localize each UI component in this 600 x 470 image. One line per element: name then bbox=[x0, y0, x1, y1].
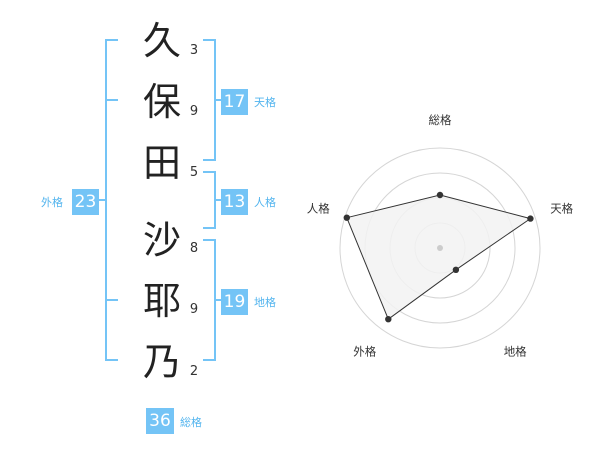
soukaku-label: 総格 bbox=[180, 416, 202, 429]
radar-point-2 bbox=[527, 215, 534, 222]
name-char-4: 沙 bbox=[142, 218, 181, 262]
gaikaku-label: 外格 bbox=[41, 196, 63, 209]
jinkaku-badge: 13 bbox=[221, 189, 248, 215]
radar-point-5 bbox=[343, 214, 350, 221]
stroke-count-1: 3 bbox=[189, 43, 199, 58]
radar-ring bbox=[339, 147, 541, 349]
chikaku-bracket bbox=[203, 239, 216, 361]
jinkaku-label: 人格 bbox=[254, 196, 276, 209]
name-char-3: 田 bbox=[142, 141, 181, 185]
radar-point-3 bbox=[452, 266, 460, 273]
stroke-count-5: 9 bbox=[189, 302, 199, 317]
tenkaku-badge: 17 bbox=[221, 89, 248, 115]
stroke-count-4: 8 bbox=[189, 241, 199, 256]
tenkaku-bracket bbox=[203, 39, 216, 161]
radar-axis-label-4: 外格 bbox=[353, 345, 376, 359]
jinkaku-bracket bbox=[203, 171, 216, 229]
chikaku-label: 地格 bbox=[254, 296, 276, 309]
radar-point-4 bbox=[385, 316, 392, 323]
radar-point-1 bbox=[436, 191, 444, 199]
name-char-2: 保 bbox=[142, 80, 181, 124]
radar-axis-label-2: 天格 bbox=[550, 201, 573, 215]
radar-axis-label-5: 人格 bbox=[307, 201, 330, 215]
gaikaku-badge: 23 bbox=[72, 189, 99, 215]
radar-axis-label-3: 地格 bbox=[504, 345, 527, 359]
radar-center-dot bbox=[437, 245, 443, 251]
name-char-1: 久 bbox=[142, 19, 181, 63]
brackets bbox=[99, 39, 221, 361]
stroke-count-2: 9 bbox=[189, 104, 199, 119]
radar-polygon bbox=[346, 194, 532, 320]
name-char-6: 乃 bbox=[142, 340, 181, 384]
radar-axis-label-1: 総格 bbox=[429, 113, 452, 127]
name-char-5: 耶 bbox=[142, 279, 181, 323]
stroke-count-3: 5 bbox=[189, 165, 199, 180]
soukaku-badge: 36 bbox=[146, 408, 174, 434]
gaikaku-bracket bbox=[105, 39, 118, 361]
stroke-count-6: 2 bbox=[189, 364, 199, 379]
chikaku-badge: 19 bbox=[221, 289, 248, 315]
tenkaku-label: 天格 bbox=[254, 96, 276, 109]
